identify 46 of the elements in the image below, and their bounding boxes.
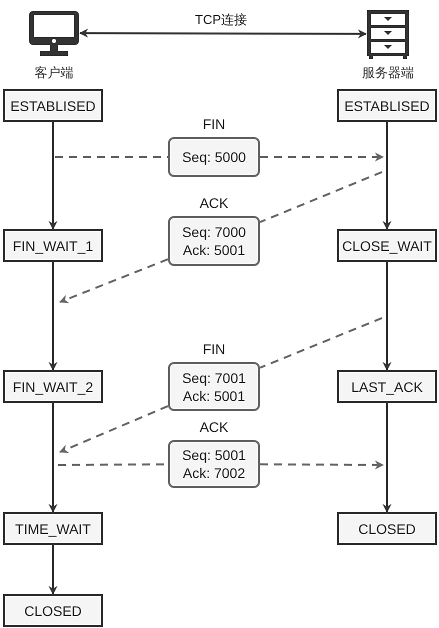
arrow: [59, 258, 168, 304]
dashed-line: [260, 317, 382, 369]
state-label: CLOSED: [358, 522, 416, 536]
message-type: FIN: [202, 117, 226, 131]
message-type: FIN: [202, 342, 226, 356]
state-label: ESTABLISED: [344, 98, 430, 112]
state-box: [3, 512, 103, 545]
state-box: [3, 370, 103, 403]
dashed-line: [260, 171, 382, 224]
arrow: [48, 403, 58, 513]
state-box: [337, 89, 437, 122]
state-box: [3, 594, 103, 627]
message-field: Seq: 5001: [182, 448, 246, 462]
arrow: [382, 403, 392, 513]
state-label: ESTABLISED: [10, 98, 96, 112]
message-field: Seq: 7000: [182, 225, 246, 239]
state-box: [3, 229, 103, 262]
state-label: FIN_WAIT_2: [12, 380, 94, 394]
state-label: FIN_WAIT_1: [12, 238, 94, 252]
arrow: [48, 545, 58, 595]
message-field: Ack: 7002: [182, 466, 246, 480]
message-field: Ack: 5001: [182, 243, 246, 257]
state-box: [3, 89, 103, 122]
state-label: CLOSED: [24, 604, 82, 618]
arrow: [260, 152, 384, 162]
state-label: TIME_WAIT: [15, 522, 91, 536]
arrow: [48, 122, 58, 230]
arrow: [382, 122, 392, 230]
arrow: [260, 460, 384, 470]
node-label: 客户端: [34, 66, 74, 79]
message-field: Seq: 5000: [182, 150, 246, 164]
dashed-line: [55, 156, 168, 158]
message-type: ACK: [200, 420, 228, 434]
state-box: [337, 229, 437, 262]
node-label: 服务器端: [361, 66, 415, 79]
arrow: [79, 28, 367, 38]
state-label: CLOSE_WAIT: [342, 238, 432, 252]
state-box: [337, 512, 437, 545]
message-field: Ack: 5001: [182, 388, 246, 402]
state-label: LAST_ACK: [351, 380, 423, 394]
arrow: [382, 262, 392, 371]
arrow: [59, 405, 168, 453]
arrow: [48, 262, 58, 371]
message-type: ACK: [200, 196, 228, 210]
state-box: [337, 370, 437, 403]
message-field: Seq: 7001: [182, 370, 246, 384]
